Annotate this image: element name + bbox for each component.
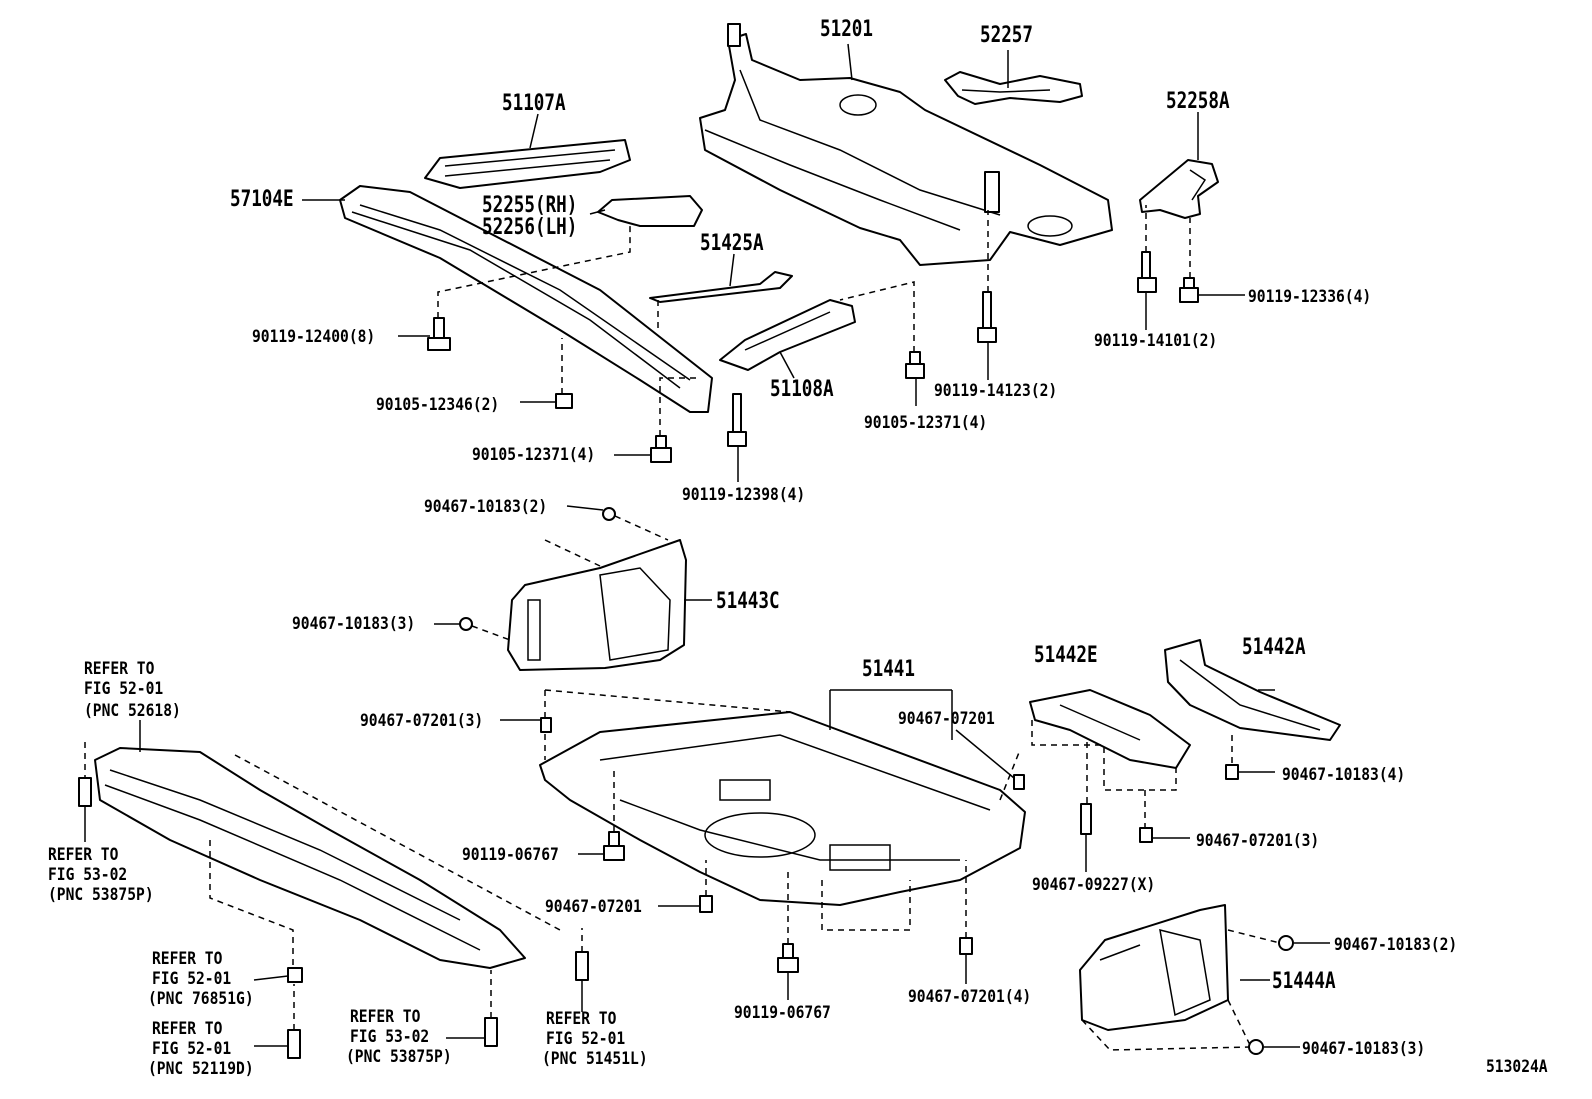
label-90467-07201-left: 90467-07201(3) xyxy=(360,711,484,731)
label-51425A: 51425A xyxy=(700,231,764,256)
ref-note-1-line-2: FIG 52-01 xyxy=(84,679,164,699)
label-90105-12371-left: 90105-12371(4) xyxy=(472,445,596,465)
label-90119-12398: 90119-12398(4) xyxy=(682,485,806,505)
label-57104E: 57104E xyxy=(230,187,294,212)
cover-51442E xyxy=(1029,689,1191,830)
label-51442E: 51442E xyxy=(1034,643,1098,668)
label-90119-12400: 90119-12400(8) xyxy=(252,327,376,347)
ref-note-6-line-1: REFER TO xyxy=(546,1009,617,1029)
ref-note-2-line-3: (PNC 53875P) xyxy=(48,885,154,905)
label-51443C: 51443C xyxy=(716,589,780,614)
ref-note-5-line-1: REFER TO xyxy=(350,1007,421,1027)
label-90105-12346: 90105-12346(2) xyxy=(376,395,500,415)
cover-51442A xyxy=(1164,639,1341,770)
front-lower-member xyxy=(84,742,561,969)
label-90467-07201-bot4: 90467-07201(4) xyxy=(908,987,1032,1007)
label-52257: 52257 xyxy=(980,23,1033,48)
label-90467-07201-r3: 90467-07201(3) xyxy=(1196,831,1320,851)
ref-note-1-line-1: REFER TO xyxy=(84,659,155,679)
ref-note-5-line-3: (PNC 53875P) xyxy=(346,1047,452,1067)
label-51444A: 51444A xyxy=(1272,969,1336,994)
member-57104E xyxy=(339,185,713,413)
cover-51443C xyxy=(459,507,687,671)
label-52255-rh: 52255(RH) xyxy=(482,193,578,218)
ref-note-4-line-1: REFER TO xyxy=(152,1019,223,1039)
label-90119-14123: 90119-14123(2) xyxy=(934,381,1058,401)
undercover-51441 xyxy=(539,689,1026,931)
label-90467-07201-mid: 90467-07201 xyxy=(545,897,642,917)
label-90467-10183-mid: 90467-10183(3) xyxy=(292,614,416,634)
leader-lines xyxy=(84,43,1330,1048)
crossmember-51201 xyxy=(699,23,1113,266)
label-51108A: 51108A xyxy=(770,377,834,402)
label-52258A: 52258A xyxy=(1166,89,1230,114)
bracket-52258A xyxy=(1139,159,1219,219)
brace-51425A xyxy=(649,271,793,303)
label-90467-07201-right: 90467-07201 xyxy=(898,709,995,729)
label-90467-10183-right: 90467-10183(4) xyxy=(1282,765,1406,785)
bracket-52257 xyxy=(944,71,1083,105)
label-90119-06767-a: 90119-06767 xyxy=(462,845,559,865)
label-90467-10183-r3: 90467-10183(3) xyxy=(1302,1039,1426,1059)
ref-note-6-line-3: (PNC 51451L) xyxy=(542,1049,648,1069)
label-90467-09227: 90467-09227(X) xyxy=(1032,875,1156,895)
plate-51107A xyxy=(424,139,631,189)
ref-note-4-line-2: FIG 52-01 xyxy=(152,1039,232,1059)
label-51201: 51201 xyxy=(820,17,873,42)
label-90467-10183-top: 90467-10183(2) xyxy=(424,497,548,517)
ref-note-2-line-2: FIG 53-02 xyxy=(48,865,128,885)
label-90467-10183-r2: 90467-10183(2) xyxy=(1334,935,1458,955)
label-90105-12371-right: 90105-12371(4) xyxy=(864,413,988,433)
label-51442A: 51442A xyxy=(1242,635,1306,660)
label-51441: 51441 xyxy=(862,657,915,682)
plate-52255-52256 xyxy=(597,195,703,227)
brace-51108A xyxy=(719,299,856,371)
ref-note-1-line-3: (PNC 52618) xyxy=(84,701,181,721)
label-51107A: 51107A xyxy=(502,91,566,116)
fastener-bolts-upper xyxy=(427,251,1199,463)
dashed-guides-upper xyxy=(437,205,1191,436)
ref-note-2-line-1: REFER TO xyxy=(48,845,119,865)
ref-note-4-line-3: (PNC 52119D) xyxy=(148,1059,254,1079)
ref-note-3-line-2: FIG 52-01 xyxy=(152,969,232,989)
diagram-id: 513024A xyxy=(1486,1057,1548,1077)
ref-note-5-line-2: FIG 53-02 xyxy=(350,1027,430,1047)
ref-note-6-line-2: FIG 52-01 xyxy=(546,1029,626,1049)
ref-note-3-line-1: REFER TO xyxy=(152,949,223,969)
label-90119-12336: 90119-12336(4) xyxy=(1248,287,1372,307)
cover-51444A xyxy=(1079,904,1294,1055)
label-90119-06767-b: 90119-06767 xyxy=(734,1003,831,1023)
label-90119-14101: 90119-14101(2) xyxy=(1094,331,1218,351)
label-52256-lh: 52256(LH) xyxy=(482,215,578,240)
ref-note-3-line-3: (PNC 76851G) xyxy=(148,989,254,1009)
